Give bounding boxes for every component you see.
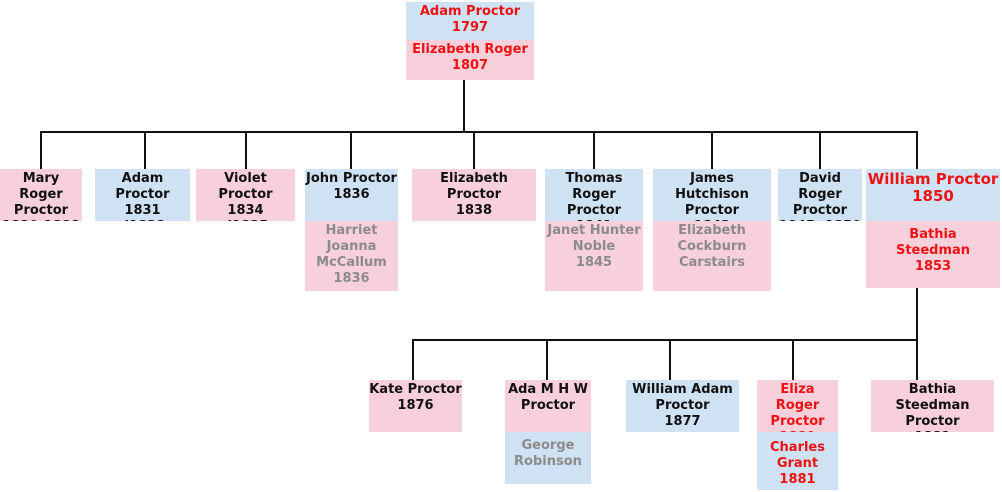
spouse-bathia-steedman: Bathia Steedman 1853: [866, 221, 1000, 288]
children-bus-line: [40, 131, 917, 133]
child-drop-line: [711, 131, 713, 169]
child-drop-line: [40, 131, 42, 169]
spouse-george-robinson: George Robinson: [505, 432, 591, 484]
grandchild-william-adam-proctor: William Adam Proctor 1877: [626, 380, 739, 432]
grandchild-kate-proctor: Kate Proctor 1876: [369, 380, 462, 432]
root-spouse-elizabeth-roger: Elizabeth Roger 1807: [406, 40, 534, 80]
child-thomas-roger-proctor: Thomas Roger Proctor 1841: [545, 169, 643, 221]
child-drop-line: [916, 131, 918, 169]
grandchild-drop-line: [916, 339, 918, 380]
child-adam-proctor: Adam Proctor 1831 d1838: [95, 169, 190, 221]
root-connector-line: [463, 80, 465, 132]
grandchild-ada-proctor: Ada M H W Proctor: [505, 380, 591, 432]
child-drop-line: [593, 131, 595, 169]
root-person-adam-proctor: Adam Proctor 1797: [406, 2, 534, 40]
grandchildren-bus-line: [412, 339, 918, 341]
child-james-hutchison-proctor: James Hutchison Proctor 1843: [653, 169, 771, 221]
child-drop-line: [350, 131, 352, 169]
child-drop-line: [473, 131, 475, 169]
child-mary-roger-proctor: Mary Roger Proctor 1830-1888: [0, 169, 82, 221]
spouse-janet-hunter-noble: Janet Hunter Noble 1845: [545, 221, 643, 291]
spouse-elizabeth-cockburn-carstairs: Elizabeth Cockburn Carstairs: [653, 221, 771, 291]
william-connector-line: [916, 288, 918, 340]
child-john-proctor: John Proctor 1836: [305, 169, 398, 221]
grandchild-eliza-roger-proctor: Eliza Roger Proctor 1880: [757, 380, 838, 432]
child-drop-line: [819, 131, 821, 169]
child-drop-line: [144, 131, 146, 169]
grandchild-drop-line: [412, 339, 414, 380]
spouse-harriet-joanna-mccallum: Harriet Joanna McCallum 1836: [305, 221, 398, 291]
grandchild-bathia-steedman-proctor: Bathia Steedman Proctor 1881: [871, 380, 994, 432]
child-david-roger-proctor: David Roger Proctor 1845 -1850: [778, 169, 862, 221]
child-drop-line: [245, 131, 247, 169]
grandchild-drop-line: [669, 339, 671, 380]
spouse-charles-grant: Charles Grant 1881: [757, 432, 838, 490]
grandchild-drop-line: [792, 339, 794, 380]
grandchild-drop-line: [546, 339, 548, 380]
child-elizabeth-proctor: Elizabeth Proctor 1838: [412, 169, 536, 221]
child-violet-proctor: Violet Proctor 1834 d1835: [196, 169, 295, 221]
child-william-proctor: William Proctor 1850: [866, 169, 1000, 221]
